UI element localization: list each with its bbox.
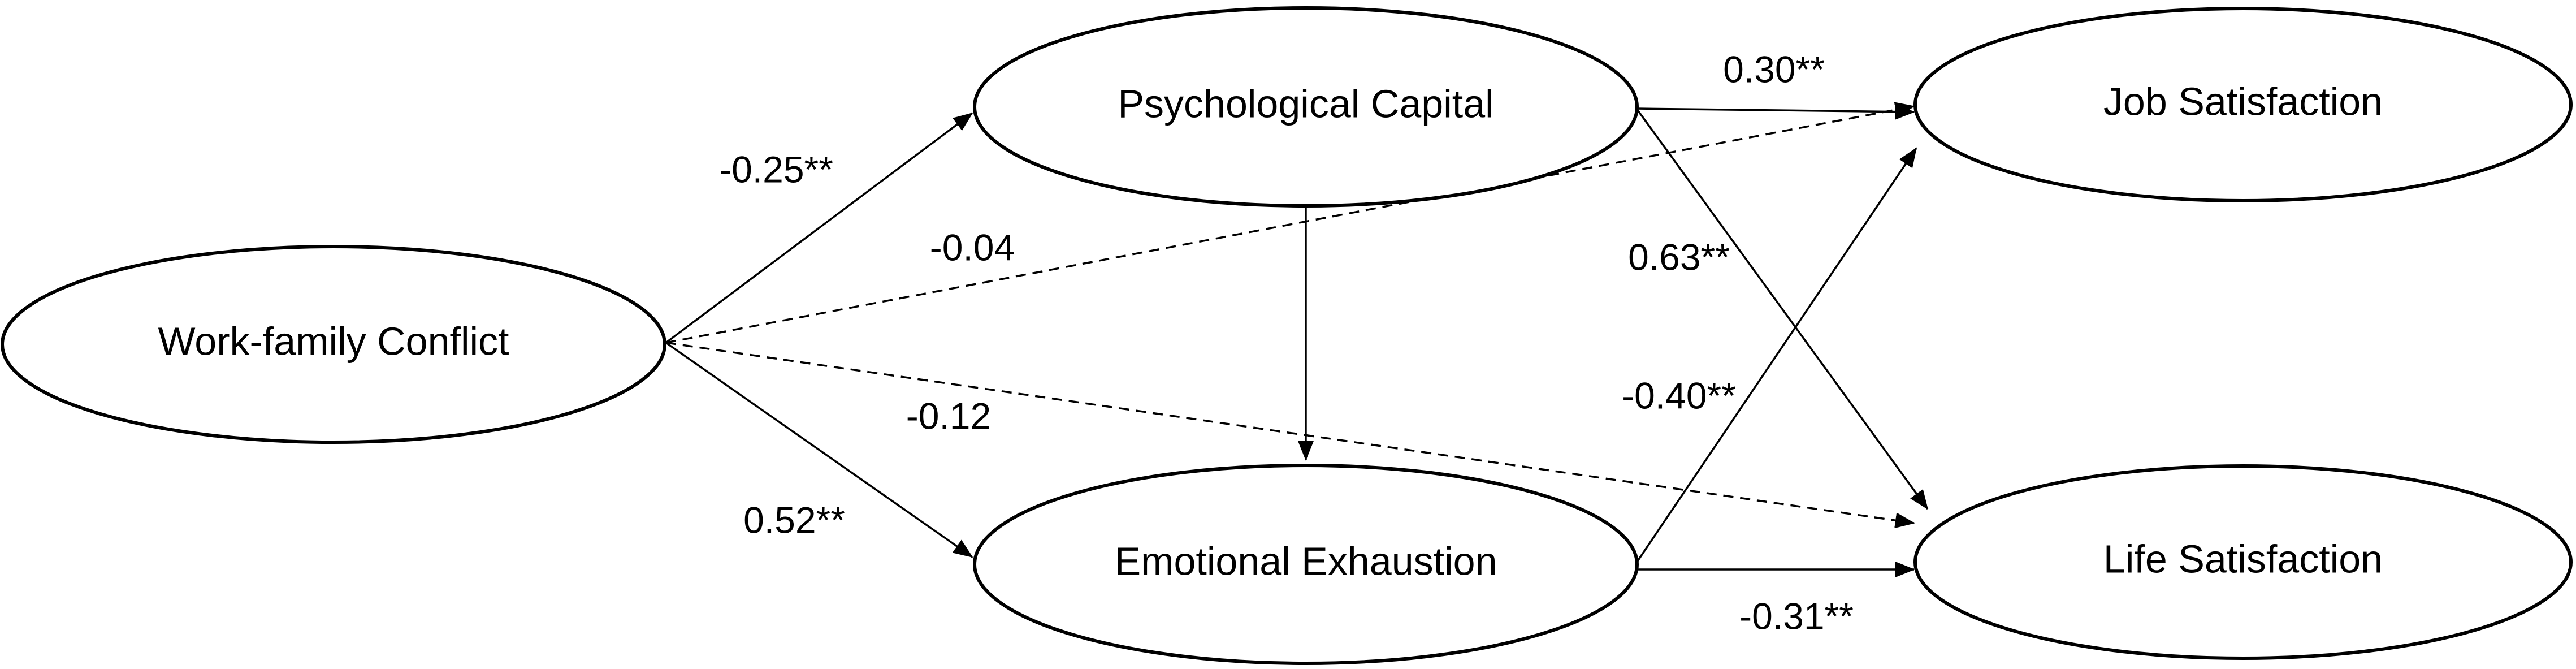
edge-labels: -0.25** -0.04 -0.12 0.52** 0.30** 0.63**…	[719, 48, 1854, 637]
node-ellipse	[1, 245, 666, 444]
node-work-family-conflict: Work-family Conflict	[1, 245, 666, 444]
edge-ee-to-js	[1635, 147, 1917, 563]
node-label: Life Satisfaction	[2103, 537, 2383, 581]
coef-wfc-to-ee: 0.52**	[743, 499, 845, 541]
coef-ee-to-ls: -0.31**	[1739, 595, 1854, 637]
edge-pc-to-ls	[1635, 107, 1929, 510]
edge-wfc-to-pc	[665, 112, 973, 344]
node-psychological-capital: Psychological Capital	[973, 6, 1639, 208]
coef-wfc-to-pc: -0.25**	[719, 148, 833, 190]
node-job-satisfaction: Job Satisfaction	[1913, 7, 2573, 202]
node-label: Work-family Conflict	[158, 319, 509, 363]
node-label: Job Satisfaction	[2103, 79, 2383, 123]
node-emotional-exhaustion: Emotional Exhaustion	[973, 464, 1639, 665]
node-ellipse	[973, 464, 1639, 665]
node-life-satisfaction: Life Satisfaction	[1913, 464, 2573, 660]
edge-wfc-to-js	[665, 102, 1915, 344]
node-label: Psychological Capital	[1118, 81, 1493, 126]
edge-wfc-to-ee	[665, 342, 973, 558]
coef-wfc-to-ls: -0.12	[906, 395, 991, 437]
coef-pc-to-ls: 0.63**	[1628, 236, 1730, 278]
coef-wfc-to-js: -0.04	[930, 226, 1015, 268]
edge-pc-to-js	[1636, 103, 1915, 120]
edge-wfc-to-ls	[665, 342, 1915, 529]
node-ellipse	[973, 6, 1639, 208]
coef-pc-to-js: 0.30**	[1723, 48, 1825, 90]
edges	[665, 102, 1929, 577]
node-label: Emotional Exhaustion	[1114, 539, 1497, 583]
node-ellipse	[1913, 7, 2573, 202]
coef-ee-to-js: -0.40**	[1622, 374, 1736, 416]
node-ellipse	[1913, 464, 2573, 660]
